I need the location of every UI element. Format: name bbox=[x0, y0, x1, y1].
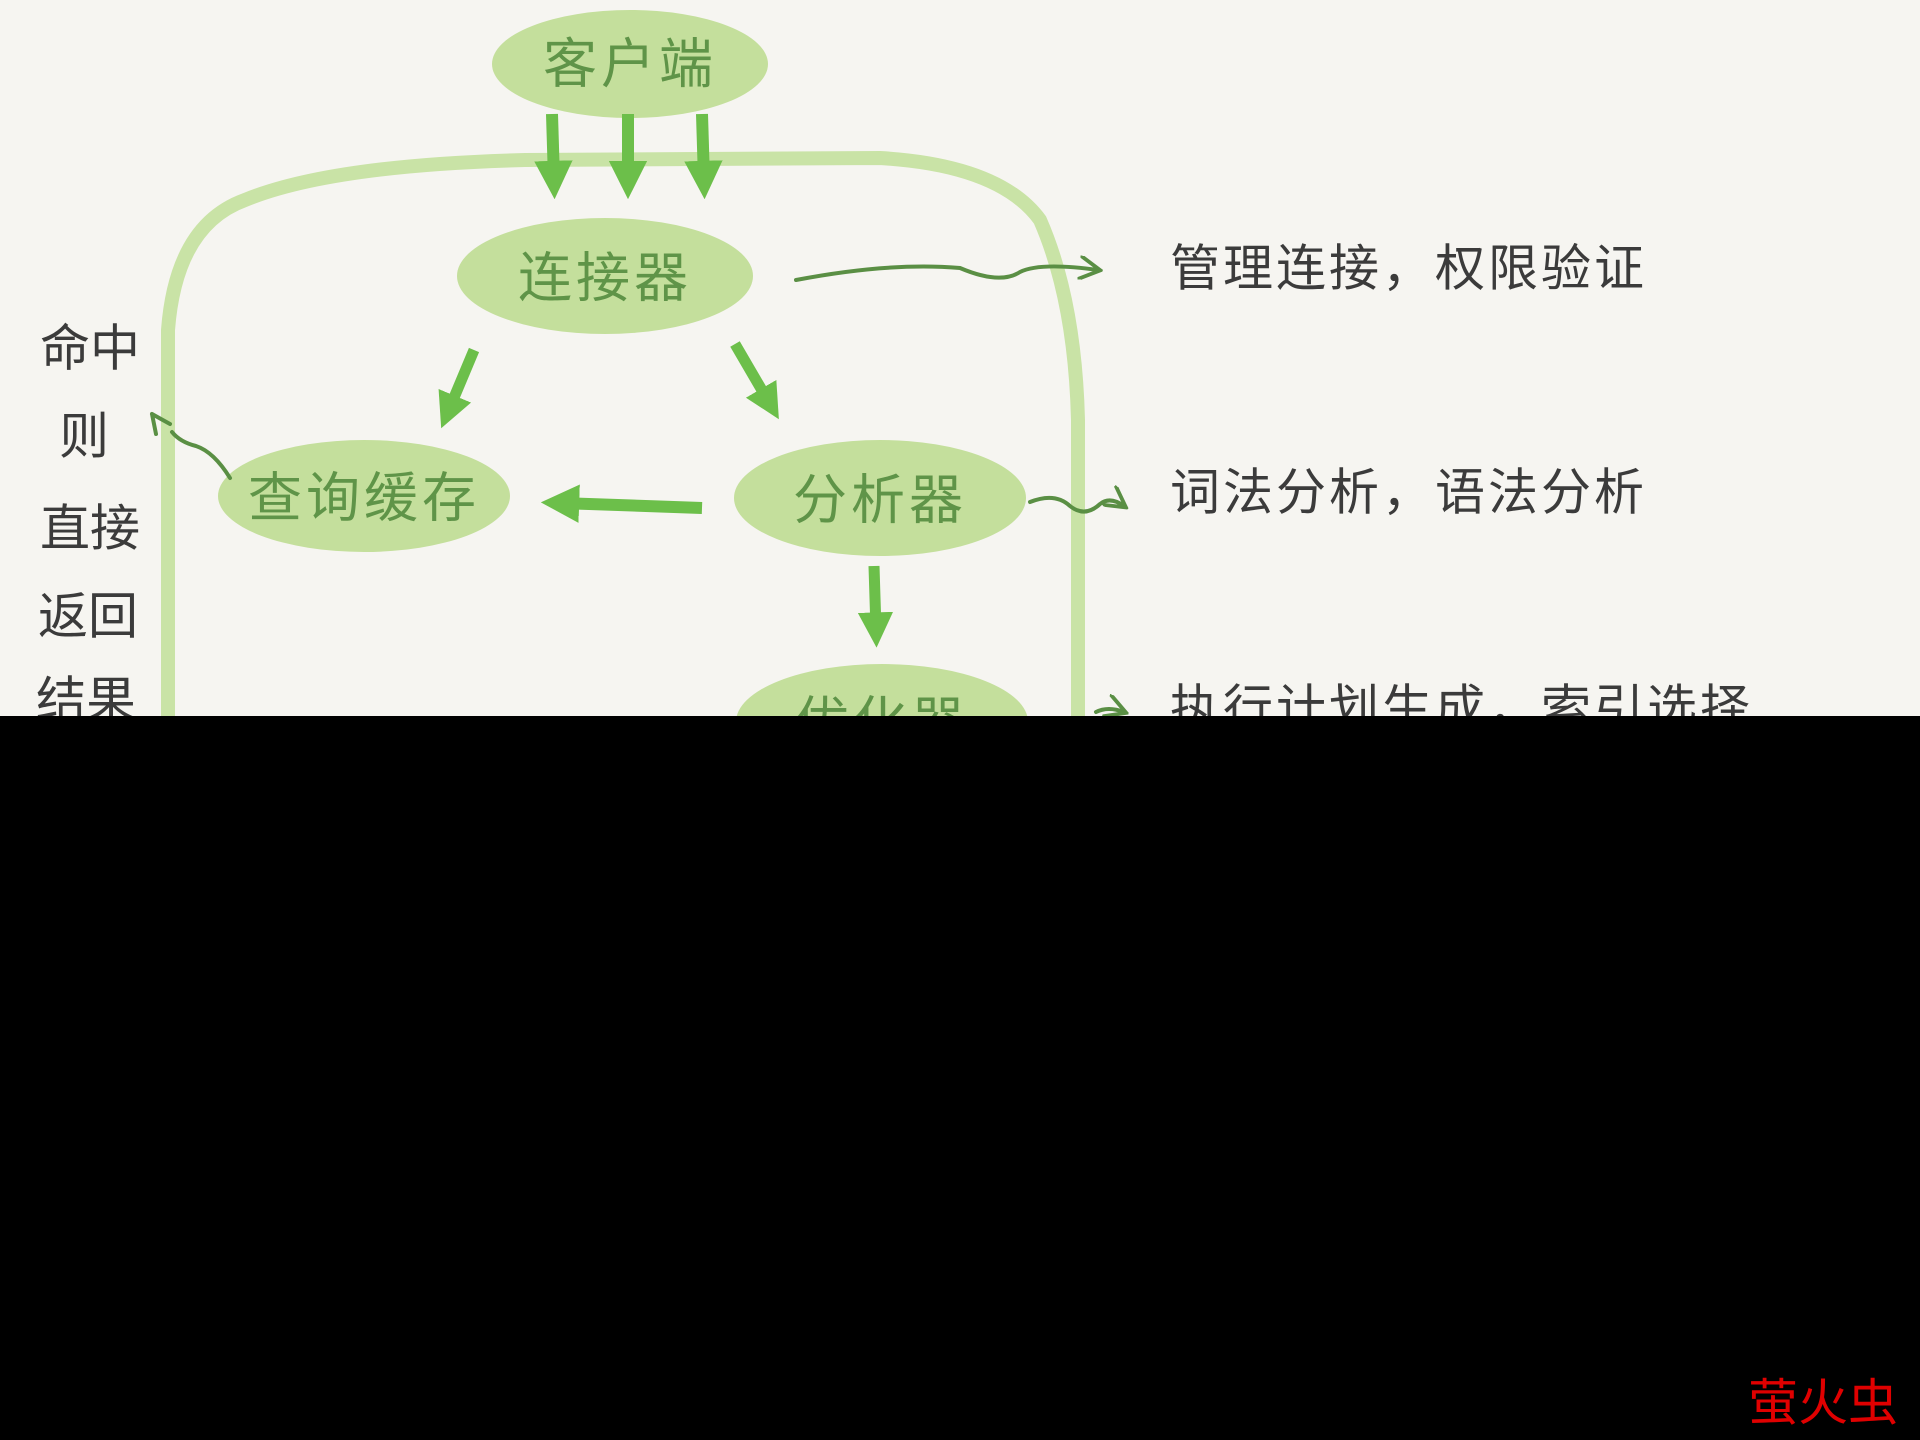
analyzer-node-label: 分析器 bbox=[793, 469, 967, 532]
connector-node: 连接器 bbox=[457, 218, 753, 334]
server-frame bbox=[161, 150, 1085, 716]
masked-region bbox=[0, 716, 1920, 1440]
client-arrow-3 bbox=[684, 113, 723, 200]
cache-hit-note-line-2: 则 bbox=[59, 408, 109, 466]
cache-hit-note-line-3: 直接 bbox=[40, 500, 140, 558]
client-arrow-1 bbox=[534, 113, 573, 200]
query-cache-node-bubble bbox=[218, 440, 510, 552]
cache-hit-note: 命中 则 直接 返回 结果 bbox=[36, 320, 140, 717]
optimizer-description: 执行计划生成，索引选择 bbox=[1170, 680, 1753, 717]
cache-hit-note-line-4: 返回 bbox=[38, 588, 138, 646]
connector-to-analyzer-arrow bbox=[730, 341, 779, 420]
connector-node-label: 连接器 bbox=[518, 247, 692, 310]
connector-desc-pointer bbox=[794, 266, 1098, 282]
optimizer-node-label: 优化器 bbox=[795, 691, 969, 716]
client-node-label: 客户端 bbox=[543, 33, 717, 96]
query-cache-node-label: 查询缓存 bbox=[248, 467, 480, 530]
analyzer-to-optimizer-arrow bbox=[857, 565, 894, 648]
client-node-bubble bbox=[492, 10, 768, 118]
cache-hit-arrowhead bbox=[150, 412, 172, 436]
analyzer-desc-pointer bbox=[1028, 498, 1124, 514]
client-node: 客户端 bbox=[492, 10, 768, 118]
analyzer-node-bubble bbox=[734, 440, 1026, 556]
connector-to-cache-arrow bbox=[438, 347, 480, 429]
watermark-text: 萤火虫 bbox=[1748, 1374, 1898, 1432]
analyzer-node: 分析器 bbox=[734, 440, 1026, 556]
cache-hit-note-line-5: 结果 bbox=[36, 672, 136, 717]
diagram-canvas: 客户端 连接器 管理连接，权限验证 查询缓存 bbox=[0, 0, 1920, 716]
optimizer-node-bubble bbox=[736, 664, 1028, 716]
analyzer-to-cache-arrow bbox=[540, 484, 703, 523]
optimizer-node: 优化器 bbox=[736, 664, 1028, 716]
cache-hit-pointer bbox=[170, 430, 232, 480]
analyzer-description: 词法分析，语法分析 bbox=[1170, 464, 1647, 522]
cache-hit-note-line-1: 命中 bbox=[40, 320, 140, 378]
mysql-architecture-diagram: 客户端 连接器 管理连接，权限验证 查询缓存 bbox=[36, 10, 1753, 717]
connector-node-bubble bbox=[457, 218, 753, 334]
connector-description: 管理连接，权限验证 bbox=[1170, 240, 1647, 298]
query-cache-node: 查询缓存 bbox=[218, 440, 510, 552]
optimizer-desc-pointer bbox=[1094, 709, 1124, 712]
